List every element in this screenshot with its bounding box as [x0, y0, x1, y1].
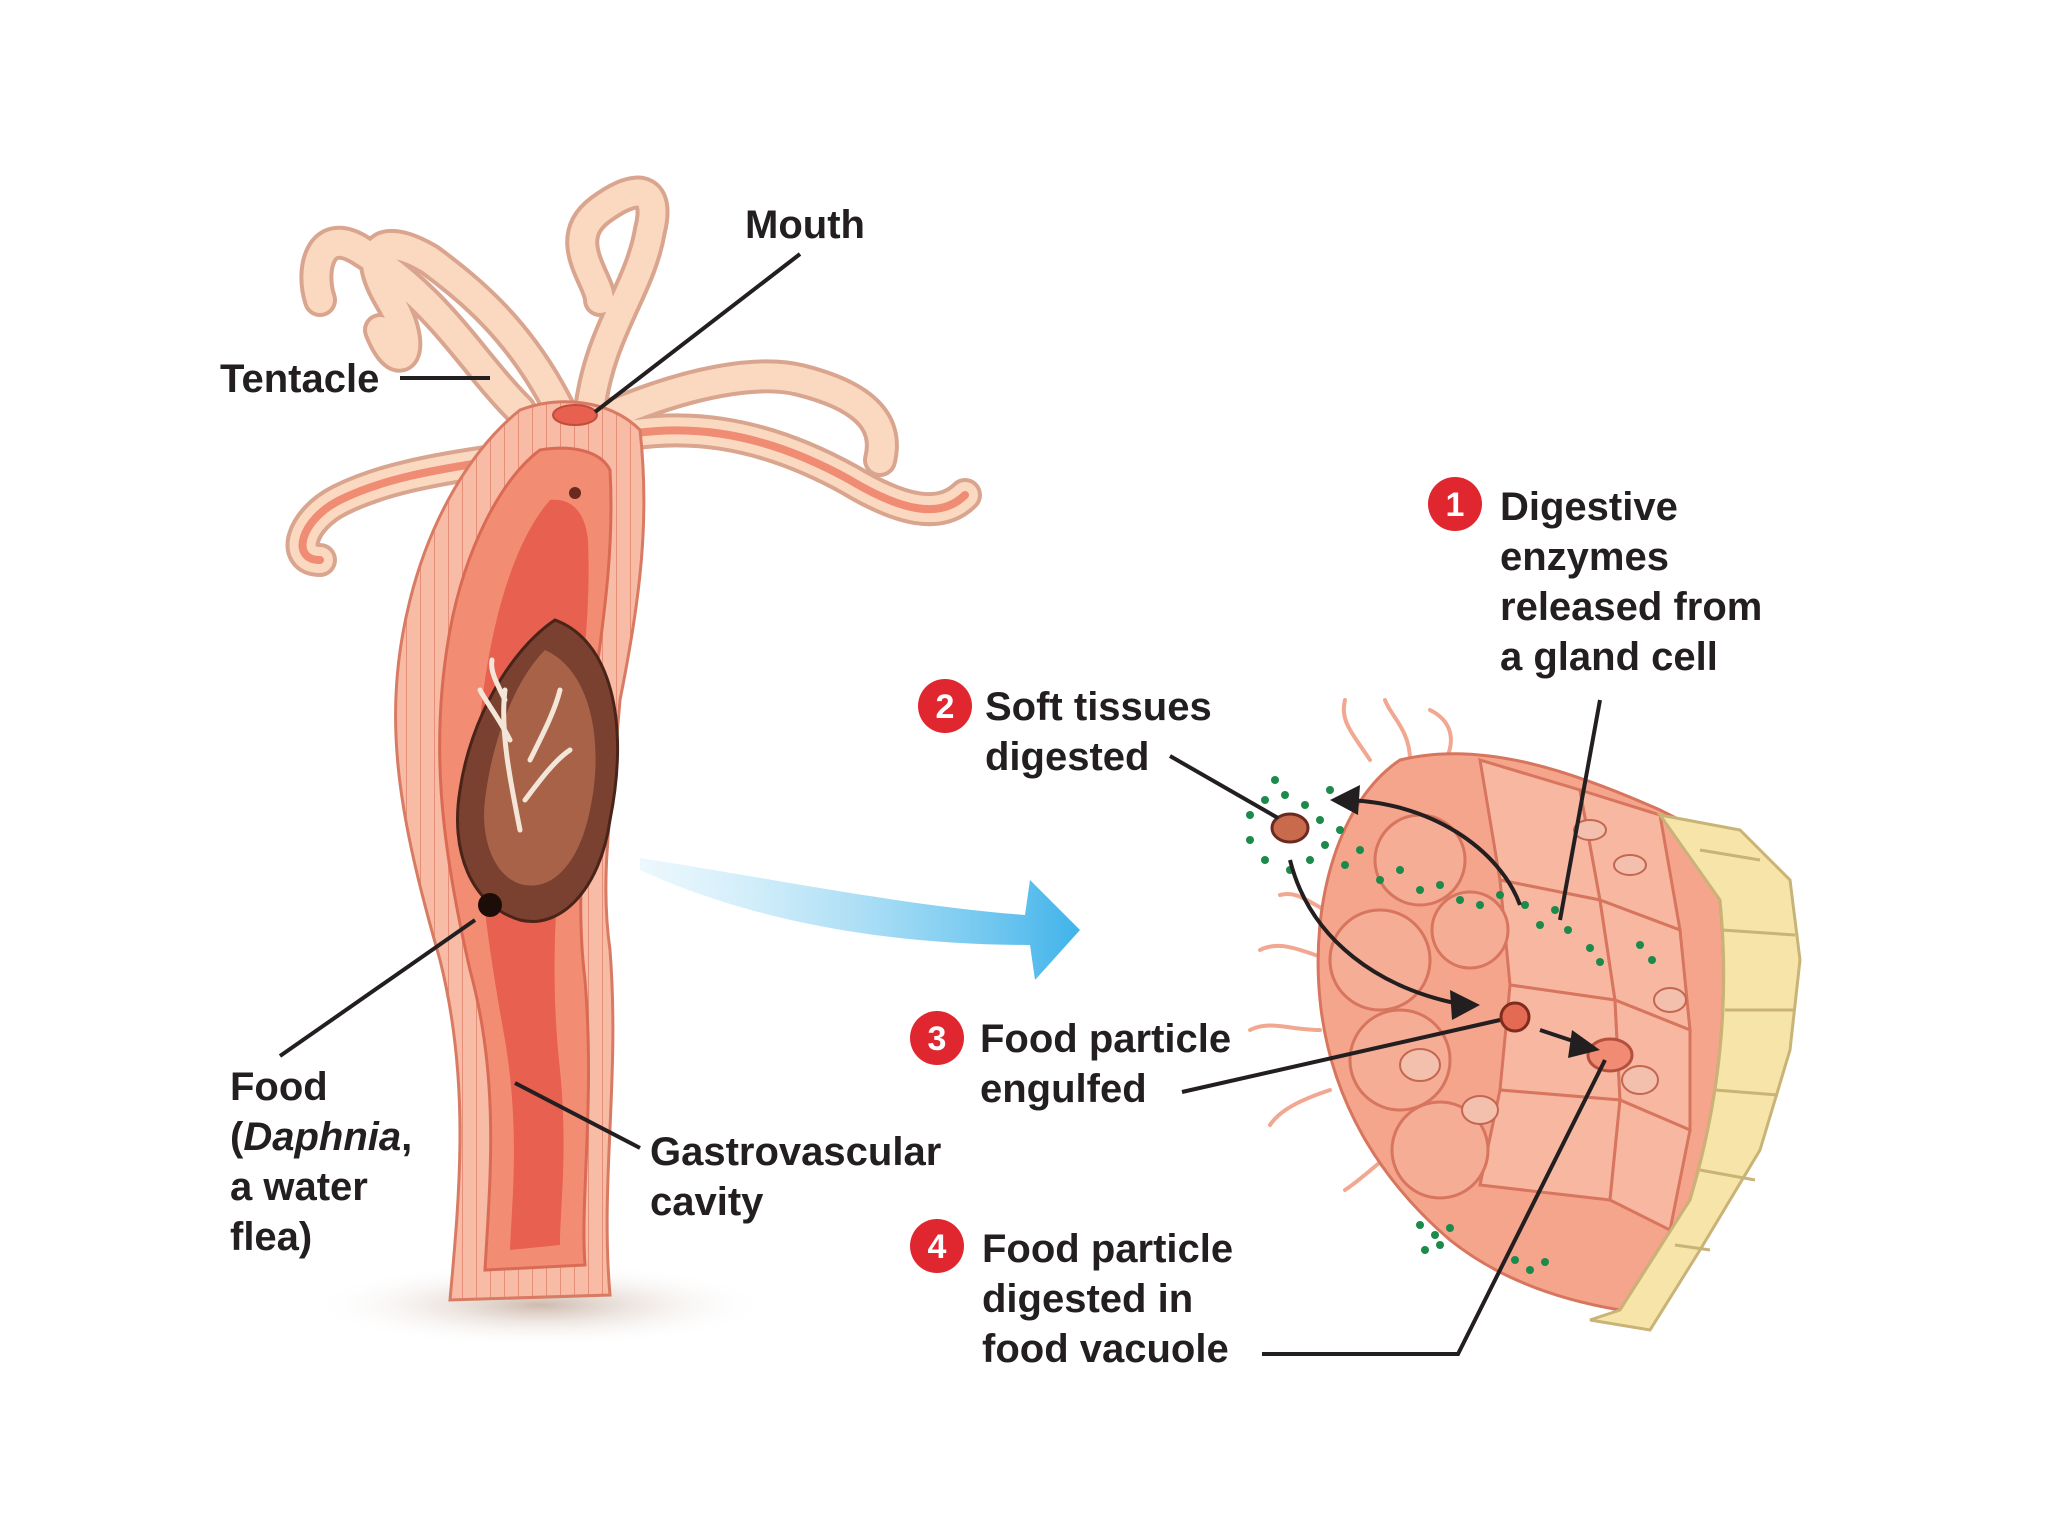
daphnia-food — [456, 618, 620, 923]
food-label: Food (Daphnia, a water flea) — [230, 1065, 412, 1259]
svg-text:3: 3 — [928, 1020, 947, 1058]
labels: Mouth Tentacle Food (Daphnia, a water fl… — [220, 203, 1762, 1371]
svg-text:Food particle: Food particle — [982, 1227, 1233, 1271]
food-vacuole — [1586, 1037, 1634, 1073]
svg-text:1: 1 — [1446, 486, 1465, 524]
step-1-badge — [1428, 477, 1482, 531]
digested-particle — [1270, 812, 1310, 844]
mouth-opening — [552, 404, 598, 426]
svg-text:Soft tissues: Soft tissues — [985, 685, 1212, 729]
svg-text:Food: Food — [230, 1065, 328, 1109]
svg-text:cavity: cavity — [650, 1180, 764, 1224]
svg-text:2: 2 — [936, 688, 955, 726]
tentacle-label: Tentacle — [220, 357, 379, 401]
step-3-badge — [910, 1011, 964, 1065]
enzyme-dots — [1246, 776, 1656, 1274]
svg-text:4: 4 — [928, 1228, 947, 1266]
particle-return-arrow — [1288, 859, 1466, 1007]
gastrovascular-cavity-label: Gastrovascular cavity — [650, 1130, 941, 1224]
step-2-label: 2 Soft tissues digested — [918, 679, 1212, 779]
svg-text:(Daphnia,: (Daphnia, — [230, 1115, 412, 1159]
engulfed-particle — [1499, 1001, 1531, 1033]
svg-text:Food particle: Food particle — [980, 1017, 1231, 1061]
leader-lines — [278, 252, 1607, 1356]
svg-text:food vacuole: food vacuole — [982, 1327, 1229, 1371]
enzyme-release-arrow — [1339, 798, 1522, 906]
svg-text:enzymes: enzymes — [1500, 535, 1669, 579]
svg-text:Gastrovascular: Gastrovascular — [650, 1130, 941, 1174]
svg-text:flea): flea) — [230, 1215, 312, 1259]
svg-text:Digestive: Digestive — [1500, 485, 1678, 529]
svg-text:engulfed: engulfed — [980, 1067, 1147, 1111]
zoom-arrow — [640, 858, 1080, 980]
step-4-badge — [910, 1219, 964, 1273]
svg-text:released from: released from — [1500, 585, 1762, 629]
tissue-section — [1246, 698, 1802, 1332]
svg-text:a gland cell: a gland cell — [1500, 635, 1718, 679]
hydra-illustration — [285, 175, 982, 1347]
svg-text:digested in: digested in — [982, 1277, 1193, 1321]
step-4-label: 4 Food particle digested in food vacuole — [910, 1219, 1233, 1371]
step-1-label: 1 Digestive enzymes released from a glan… — [1428, 477, 1762, 679]
step-3-label: 3 Food particle engulfed — [910, 1011, 1231, 1111]
svg-text:a water: a water — [230, 1165, 368, 1209]
tentacles — [285, 175, 982, 577]
mouth-label: Mouth — [745, 203, 865, 247]
svg-text:digested: digested — [985, 735, 1149, 779]
step-2-badge — [918, 679, 972, 733]
ground-shadow — [310, 1263, 770, 1347]
